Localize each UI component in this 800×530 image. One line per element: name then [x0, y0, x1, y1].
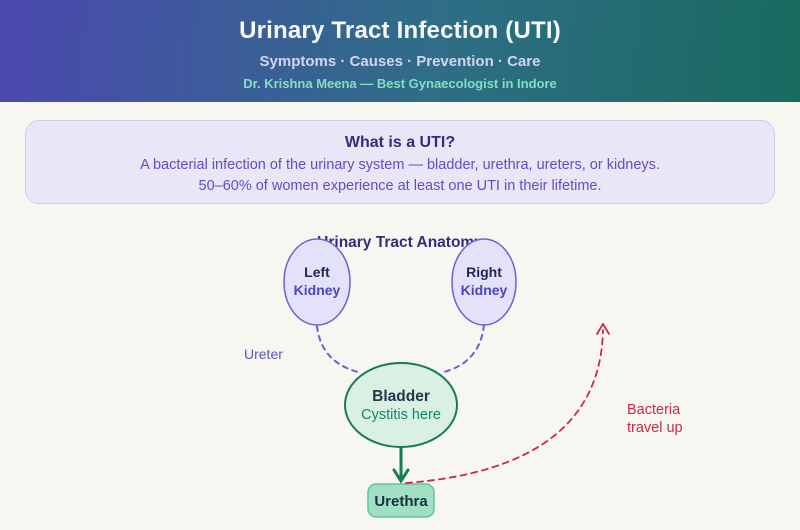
page-title: Urinary Tract Infection (UTI) [239, 17, 561, 44]
header-subtitle: Symptoms · Causes · Prevention · Care [259, 53, 541, 70]
diagram-title: Urinary Tract Anatomy [317, 234, 483, 251]
right-kidney-label-line2: Kidney [461, 282, 508, 298]
bacteria-travel-path [405, 329, 604, 484]
header-banner: Urinary Tract Infection (UTI) Symptoms ·… [0, 0, 800, 102]
anatomy-diagram: Urinary Tract Anatomy Left Kidney Right … [244, 234, 683, 518]
bacteria-label-line2: travel up [627, 420, 683, 436]
left-kidney-label-line1: Left [304, 264, 330, 280]
bladder-to-urethra-arrowhead-icon [392, 468, 410, 484]
info-card-line2: 50–60% of women experience at least one … [198, 178, 602, 194]
bladder-label: Bladder [372, 388, 430, 405]
info-card-line1: A bacterial infection of the urinary sys… [140, 157, 660, 173]
urethra-box [367, 483, 435, 518]
ureter-label: Ureter [244, 346, 283, 362]
right-kidney-label-line1: Right [466, 264, 502, 280]
bladder-shape [344, 362, 458, 448]
left-ureter-path [316, 325, 359, 373]
left-kidney-label-line2: Kidney [294, 282, 341, 298]
cystitis-label: Cystitis here [361, 407, 441, 423]
right-ureter-path [443, 324, 485, 373]
bacteria-arrowhead-icon [596, 322, 610, 335]
info-card-title: What is a UTI? [344, 134, 456, 151]
urethra-label: Urethra [374, 493, 428, 510]
what-is-uti-card: What is a UTI? A bacterial infection of … [25, 120, 775, 204]
bacteria-label-line1: Bacteria [627, 402, 681, 418]
doctor-credit: Dr. Krishna Meena — Best Gynaecologist i… [243, 76, 557, 91]
